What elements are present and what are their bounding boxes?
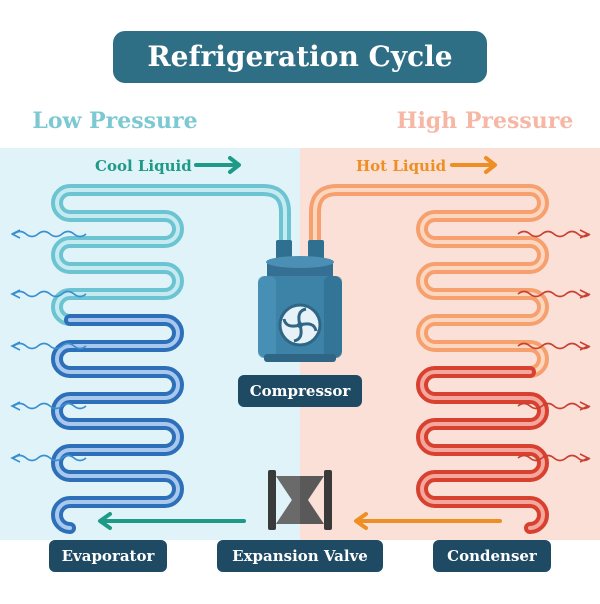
evaporator-coil [51, 184, 291, 534]
wave-arrow-icon [10, 401, 87, 411]
wave-arrow-icon [11, 229, 87, 239]
title-badge [113, 31, 487, 83]
wave-arrow-icon [10, 289, 87, 299]
expansion-valve [268, 470, 332, 530]
low-pressure-label: Low Pressure [32, 108, 197, 134]
wave-arrow-icon [517, 229, 591, 239]
evaporator-return-arrow-icon [98, 512, 246, 530]
page-title: Refrigeration Cycle [147, 40, 452, 73]
condenser-return-arrow-icon [354, 512, 502, 530]
compressor-label: Compressor [250, 382, 352, 400]
wave-arrow-icon [517, 289, 591, 299]
cool-liquid-label: Cool Liquid [95, 157, 192, 175]
condenser-coil [309, 184, 549, 534]
wave-arrow-icon [10, 341, 87, 351]
wave-arrow-icon [517, 341, 591, 351]
hot-liquid-arrow-icon [450, 156, 497, 174]
condenser-badge [433, 540, 551, 572]
wave-arrow-icon [517, 401, 591, 411]
expansion-valve-badge [217, 540, 383, 572]
heat-release-arrows [517, 229, 591, 463]
expansion-valve-label: Expansion Valve [232, 547, 368, 565]
condenser-label: Condenser [447, 547, 538, 565]
hot-liquid-label: Hot Liquid [356, 157, 447, 175]
compressor [258, 240, 342, 362]
compressor-badge [238, 375, 362, 407]
fan-icon [278, 303, 322, 347]
wave-arrow-icon [517, 453, 591, 463]
heat-absorb-arrows [10, 229, 87, 463]
evaporator-badge [49, 540, 167, 572]
wave-arrow-icon [10, 453, 87, 463]
cool-liquid-arrow-icon [194, 156, 241, 174]
high-pressure-label: High Pressure [397, 108, 574, 134]
evaporator-label: Evaporator [62, 547, 156, 565]
